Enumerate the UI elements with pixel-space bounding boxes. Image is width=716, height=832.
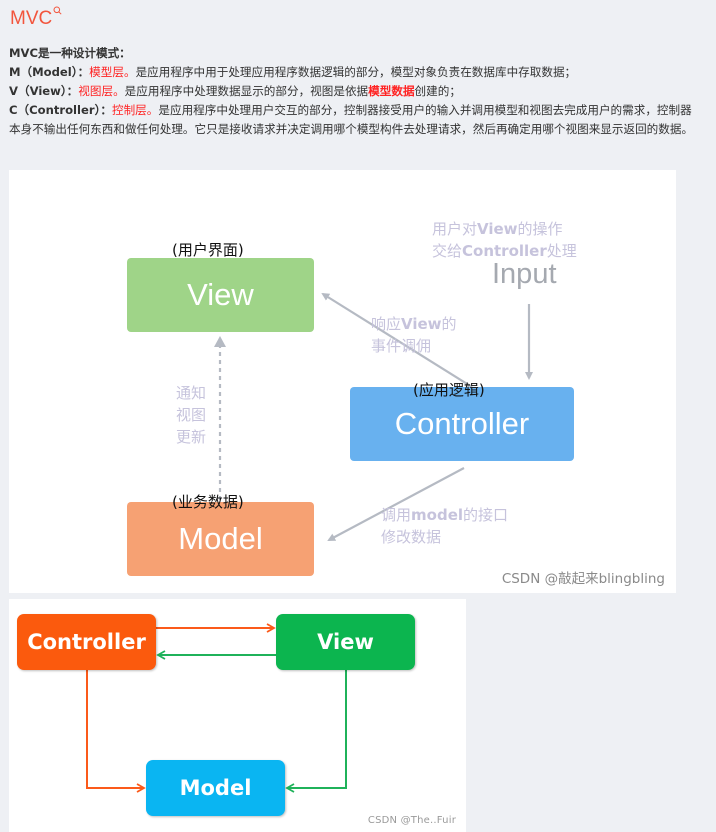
- search-icon[interactable]: [53, 6, 62, 15]
- view-box: View: [127, 258, 314, 332]
- model-layer: 模型层。: [89, 65, 136, 79]
- annotation-call-model: 调用model的接口 修改数据: [381, 504, 508, 548]
- annotation-text: 的: [441, 315, 457, 333]
- heading-title: MVC: [10, 8, 53, 29]
- model-definition: M（Model）：模型层。是应用程序中用于处理应用程序数据逻辑的部分，模型对象负…: [9, 63, 701, 82]
- annotation-text: 视图: [176, 406, 207, 424]
- view-desc-after: 创建的；: [414, 84, 461, 98]
- input-label: Input: [492, 258, 557, 290]
- model-box: Model: [127, 502, 314, 576]
- arrow-controller-to-model: [327, 467, 465, 541]
- model-box-label: Model: [179, 776, 252, 800]
- watermark: CSDN @敲起来blingbling: [501, 571, 665, 587]
- annotation-text: 响应: [371, 315, 402, 333]
- annotation-text: 的操作: [517, 220, 563, 238]
- arrow-controller-to-model: [86, 670, 146, 793]
- controller-box-label: Controller: [394, 406, 530, 441]
- view-caption: (用户界面): [172, 241, 244, 259]
- controller-desc: 是应用程序中处理用户交互的部分，控制器接受用户的输入并调用模型和视图去完成用户的…: [9, 103, 694, 136]
- diagram1-arrows: [214, 292, 533, 541]
- model-box-label: Model: [178, 521, 263, 556]
- arrow-view-to-model: [285, 670, 347, 793]
- annotation-text: 用户对: [432, 220, 478, 238]
- view-layer: 视图层。: [78, 84, 125, 98]
- view-highlight: 模型数据: [368, 84, 415, 98]
- annotation-text: Controller: [462, 242, 547, 260]
- annotation-text: model: [411, 506, 464, 524]
- arrowhead-notify: [214, 336, 226, 347]
- annotation-text: 事件调佣: [371, 337, 432, 355]
- watermark: CSDN @The..Fuir: [367, 815, 456, 826]
- view-desc-before: 是应用程序中处理数据显示的部分，视图是依据: [124, 84, 369, 98]
- annotation-text: 处理: [546, 242, 577, 260]
- controller-definition: C（Controller）：控制层。是应用程序中处理用户交互的部分，控制器接受用…: [9, 101, 701, 139]
- annotation-text: 调用: [381, 506, 412, 524]
- diagram2-arrows: [86, 623, 347, 793]
- annotation-text: 修改数据: [381, 528, 442, 546]
- model-caption: (业务数据): [172, 493, 244, 511]
- annotation-text: View: [401, 315, 442, 333]
- annotation-text: 的接口: [463, 506, 509, 524]
- view-definition: V（View）：视图层。是应用程序中处理数据显示的部分，视图是依据模型数据创建的…: [9, 82, 701, 101]
- mvc-description: MVC是一种设计模式： M（Model）：模型层。是应用程序中用于处理应用程序数…: [9, 44, 701, 139]
- model-prefix: M（Model）：: [9, 65, 90, 79]
- view-box-label: View: [317, 630, 374, 654]
- model-box: Model: [146, 760, 285, 816]
- annotation-text: View: [477, 220, 518, 238]
- controller-box: Controller: [17, 614, 156, 670]
- annotation-notify: 通知 视图 更新: [176, 382, 206, 448]
- controller-caption: (应用逻辑): [413, 381, 485, 399]
- view-box-label: View: [187, 277, 254, 312]
- annotation-text: 交给: [432, 242, 463, 260]
- annotation-text: 更新: [176, 428, 207, 446]
- annotation-user-operation: 用户对View的操作 交给Controller处理: [432, 218, 577, 262]
- mvc-diagram-image-1: View (用户界面) Controller (应用逻辑) Model (业务数…: [9, 170, 676, 593]
- controller-layer: 控制层。: [111, 103, 159, 117]
- mvc-diagram-image-2: Controller View Model CSDN @The..Fuir: [9, 599, 466, 832]
- view-prefix: V（View）：: [9, 84, 79, 98]
- controller-prefix: C（Controller）：: [9, 103, 112, 117]
- section-heading: MVC: [10, 6, 62, 30]
- view-box: View: [276, 614, 415, 670]
- arrow-controller-to-view: [321, 292, 473, 388]
- annotation-text: 通知: [176, 384, 207, 402]
- intro-lead: MVC是一种设计模式：: [9, 46, 131, 60]
- model-desc: 是应用程序中用于处理应用程序数据逻辑的部分，模型对象负责在数据库中存取数据；: [135, 65, 577, 79]
- controller-box-label: Controller: [27, 630, 146, 654]
- controller-box: Controller: [350, 387, 574, 461]
- annotation-respond: 响应View的 事件调佣: [371, 313, 457, 357]
